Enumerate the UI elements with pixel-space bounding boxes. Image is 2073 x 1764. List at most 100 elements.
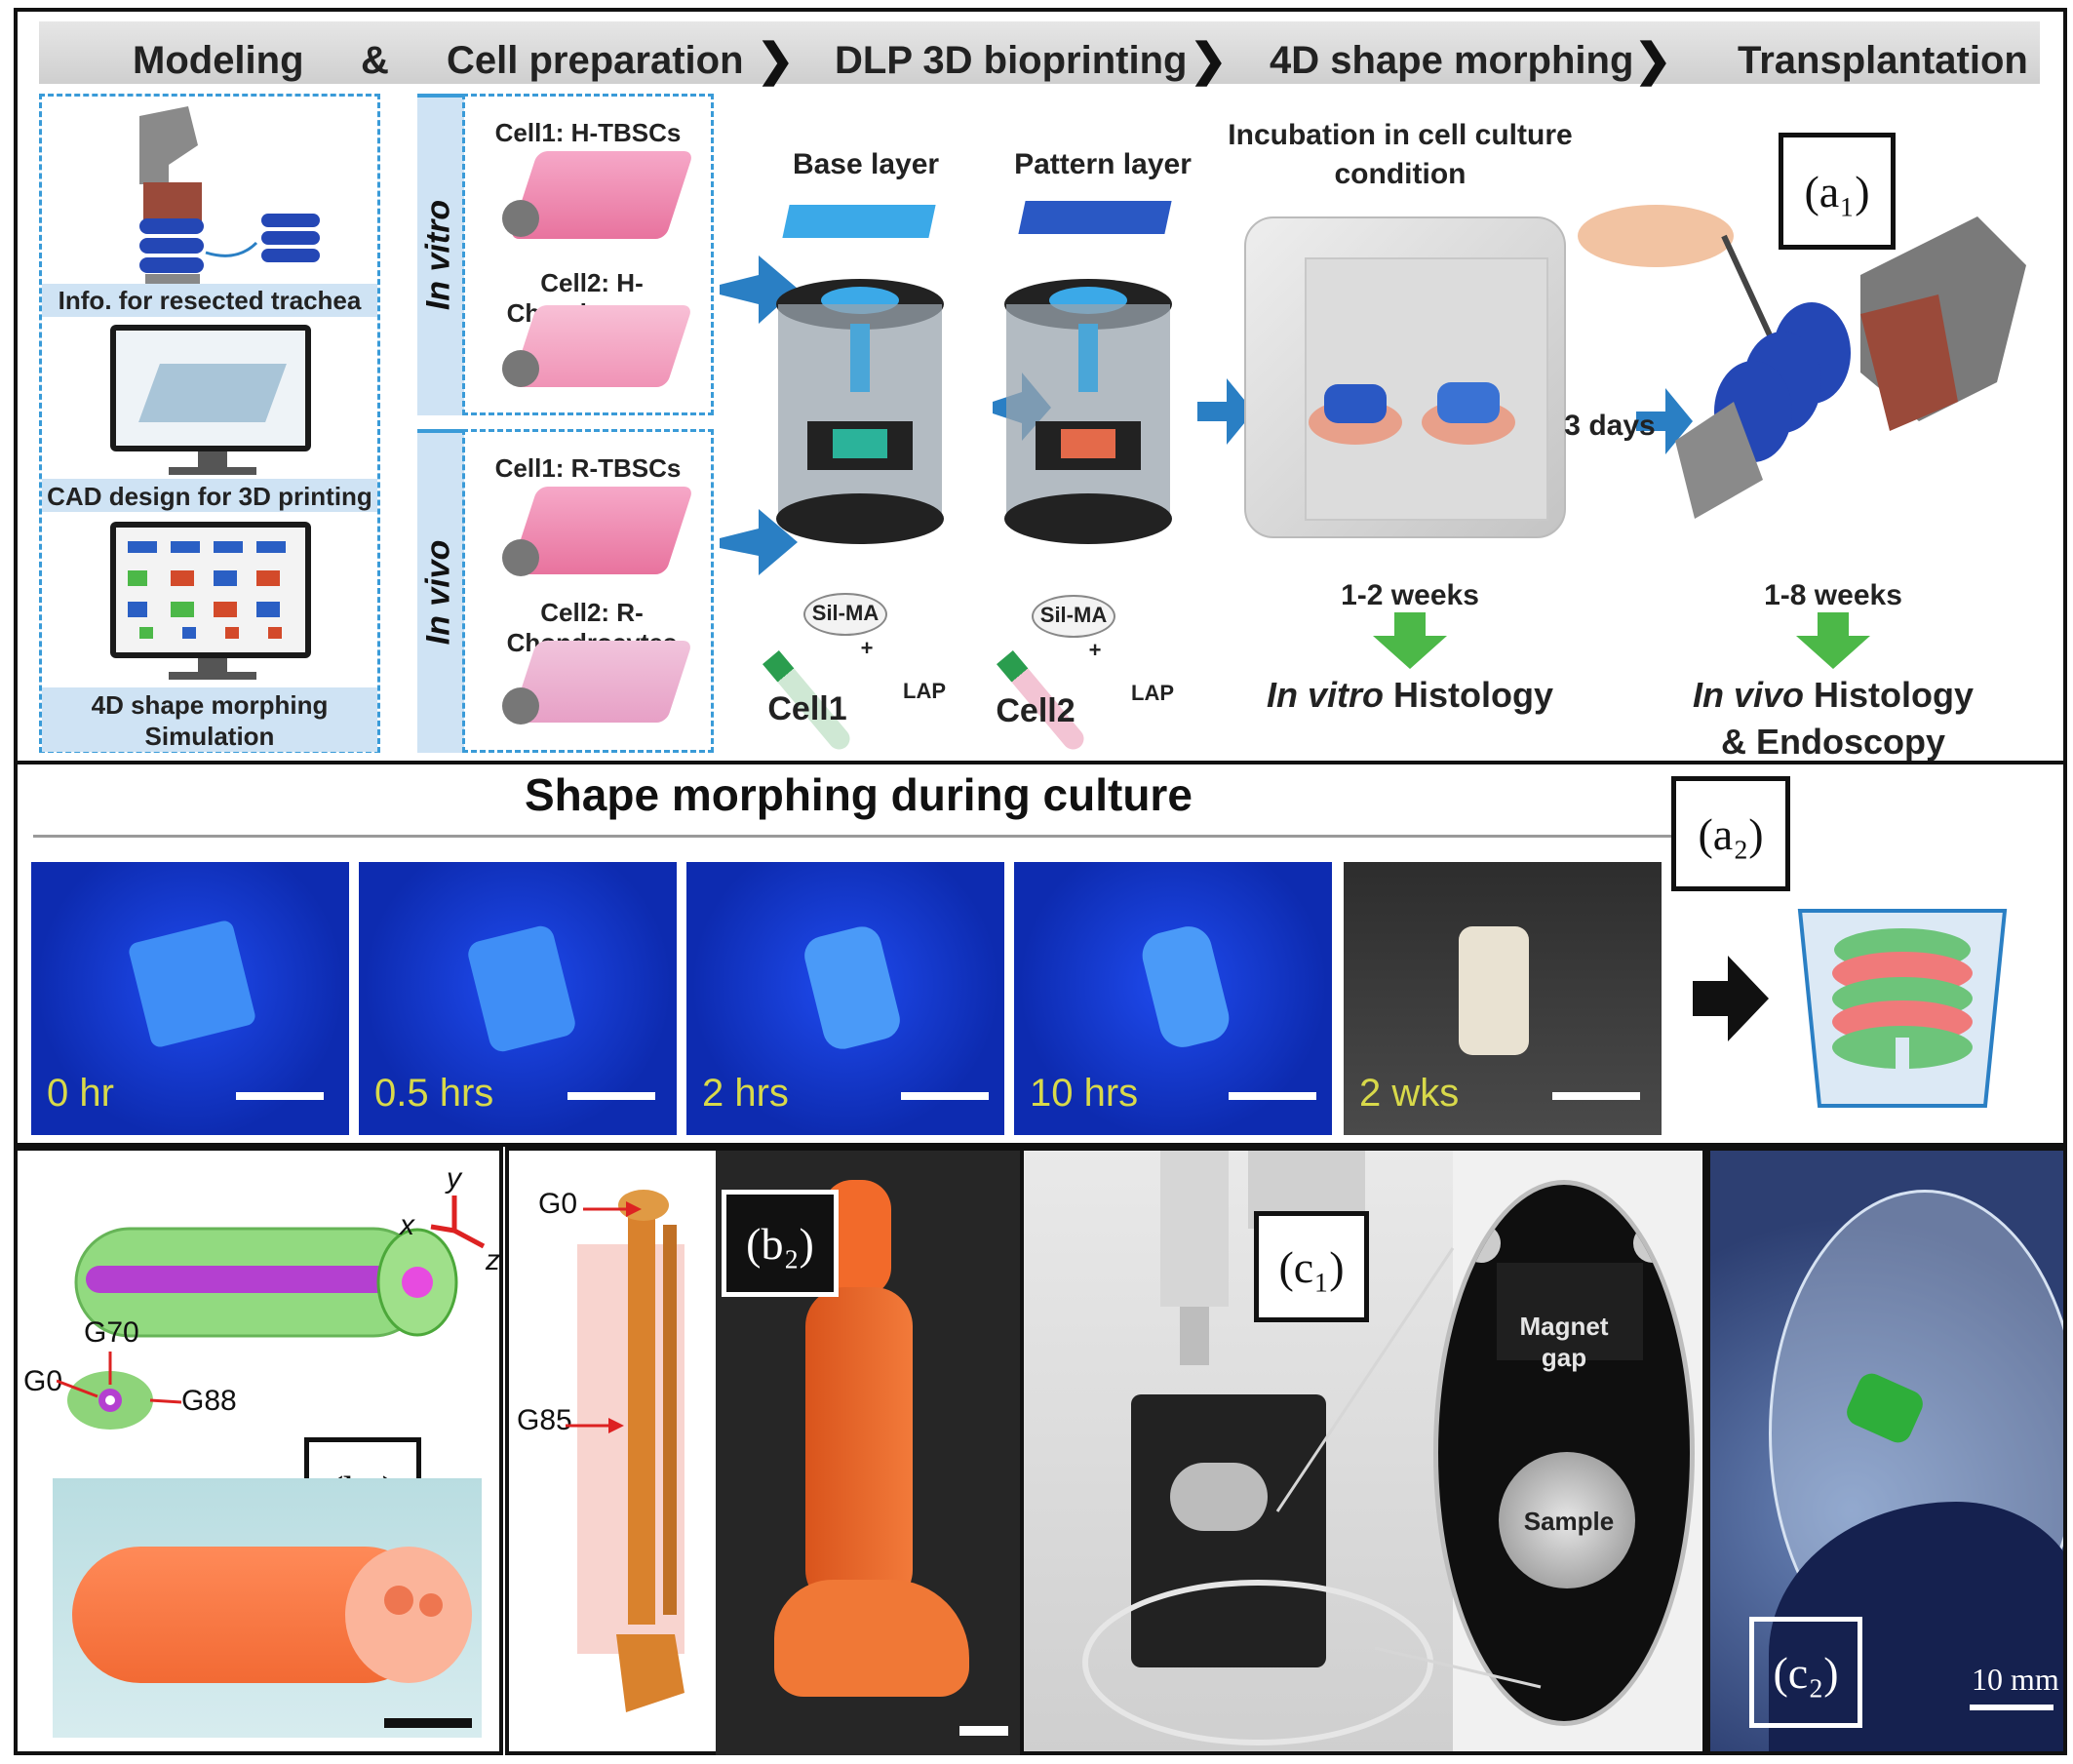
scaffold-sample — [1137, 921, 1234, 1052]
in-vivo-cells-box: Cell1: R-TBSCs Cell2: R-Chondrocytes — [462, 429, 714, 753]
printed-leg-photo — [716, 1151, 1020, 1755]
panel-b2: G0 G85 (b₂) — [505, 1147, 1020, 1755]
label-magnet: Magnet — [1519, 1312, 1609, 1341]
green-down-arrow-icon — [1796, 612, 1870, 669]
caption-cad-design: CAD design for 3D printing — [47, 482, 372, 511]
histology-vitro-rest: Histology — [1384, 675, 1554, 715]
axis-label-z: z — [486, 1244, 500, 1276]
panel-a2: Shape morphing during culture (a₂) 0 hr … — [14, 761, 2067, 1147]
header-transplantation: Transplantation — [1738, 39, 2028, 82]
panel-c2: 10 mm (c₂) — [1706, 1147, 2067, 1755]
magnetic-printer-photo — [1024, 1151, 1453, 1751]
in-vivo-sidebar — [417, 429, 464, 753]
label-scale-10mm: 10 mm — [1972, 1662, 2059, 1697]
tube-model-icon — [1797, 909, 2008, 1108]
base-layer-slab — [782, 205, 936, 238]
axis-label-y: y — [447, 1162, 461, 1195]
multichannel-tube-model — [74, 1227, 458, 1338]
histology-vivo-italic: In vivo — [1692, 675, 1804, 715]
morph-frame-10hrs: 10 hrs — [1014, 862, 1332, 1135]
label-weeks-vitro: 1-2 weeks — [1341, 579, 1479, 611]
histology-vivo-rest: Histology — [1804, 675, 1975, 715]
black-right-arrow-icon — [1693, 956, 1769, 1041]
silma-tube-label — [803, 593, 887, 636]
label-histology-vivo: In vivo Histology — [1648, 675, 2018, 716]
scale-bar — [384, 1718, 472, 1728]
label-g0: G0 — [23, 1365, 63, 1397]
in-vitro-sidebar — [417, 94, 464, 415]
chevron-icon: ❯ — [1190, 34, 1228, 85]
time-label: 2 wks — [1359, 1072, 1460, 1115]
scaffold-sample — [1459, 926, 1529, 1055]
label-cell2: Cell2 — [996, 692, 1076, 729]
cross-section-icon — [57, 1352, 182, 1430]
plus-sign: + — [1088, 638, 1102, 662]
red-pointer-arrow-icon — [566, 1418, 624, 1433]
flow-arrow-right — [1197, 378, 1254, 445]
label-silma: Sil-MA — [1039, 603, 1108, 627]
modeling-box: Info. for resected trachea CAD design fo… — [39, 94, 380, 753]
morph-frame-2hrs: 2 hrs — [686, 862, 1004, 1135]
title-rule — [33, 835, 1671, 838]
vivo-cell1-label: Cell1: R-TBSCs — [494, 453, 682, 483]
label-g85: G85 — [517, 1404, 572, 1436]
magnified-view: Magnet gap Sample — [1433, 1180, 1695, 1726]
simulation-monitor — [110, 522, 311, 658]
caption-simulation-1: 4D shape morphing — [91, 690, 329, 720]
panel-c1: (c₁) Magnet gap Sample — [1020, 1147, 1706, 1755]
time-label: 2 hrs — [702, 1072, 789, 1115]
label-histology-vitro: In vitro Histology — [1225, 675, 1595, 716]
morph-title: Shape morphing during culture — [525, 769, 1193, 820]
pattern-layer-slab — [1018, 201, 1172, 234]
scale-bar — [1229, 1092, 1316, 1100]
vitro-cell1-label: Cell1: H-TBSCs — [494, 118, 682, 147]
scale-bar — [1552, 1092, 1640, 1100]
label-g70: G70 — [84, 1316, 139, 1349]
label-g88: G88 — [181, 1385, 237, 1417]
axes-icon — [430, 1196, 486, 1249]
bioprinter-icon — [776, 279, 944, 544]
header-shape-morphing: 4D shape morphing — [1270, 39, 1634, 82]
axis-label-x: x — [400, 1209, 414, 1241]
scaffold-sample — [127, 919, 257, 1049]
time-label: 0.5 hrs — [374, 1072, 494, 1115]
scaffold-sample — [465, 922, 578, 1055]
label-g0-b2: G0 — [538, 1188, 578, 1220]
header-modeling: Modeling — [133, 39, 304, 82]
incubator-box — [1244, 216, 1566, 538]
leg-bone-model — [577, 1190, 684, 1712]
in-vitro-cells-box: Cell1: H-TBSCs Cell2: H-Chondrocytes — [462, 94, 714, 415]
petri-dish-photo: 10 mm — [1710, 1151, 2063, 1751]
scale-bar — [1970, 1705, 2053, 1710]
morph-frame-0-5hrs: 0.5 hrs — [359, 862, 677, 1135]
flow-arrow-right — [1636, 388, 1693, 454]
time-label: 0 hr — [47, 1072, 114, 1115]
header-dlp-bioprinting: DLP 3D bioprinting — [835, 39, 1188, 82]
label-pattern-layer: Pattern layer — [1014, 148, 1192, 180]
tag-a1: (a₁) — [1779, 133, 1896, 250]
red-pointer-arrow-icon — [583, 1201, 642, 1217]
label-silma: Sil-MA — [811, 601, 880, 625]
label-in-vivo: In vivo — [419, 539, 457, 646]
label-base-layer: Base layer — [792, 148, 940, 180]
scale-bar — [959, 1726, 1008, 1736]
tag-a2: (a₂) — [1671, 776, 1790, 891]
caption-band — [42, 284, 377, 317]
label-in-vitro: In vitro — [419, 199, 457, 311]
header-ampersand: & — [361, 39, 389, 82]
bioprinter-icon — [1004, 279, 1172, 544]
histology-vitro-italic: In vitro — [1266, 675, 1384, 715]
tag-c1: (c₁) — [1254, 1211, 1369, 1322]
morph-frame-0hr: 0 hr — [31, 862, 349, 1135]
zoom-lines — [1275, 1247, 1542, 1689]
label-cell1: Cell1 — [767, 690, 847, 727]
scale-bar — [567, 1092, 655, 1100]
caption-simulation-2: Simulation — [144, 722, 275, 751]
tag-c2: (c₂) — [1749, 1617, 1862, 1728]
chevron-icon: ❯ — [757, 34, 795, 85]
morph-frame-2wks: 2 wks — [1344, 862, 1662, 1135]
header-cell-preparation: Cell preparation — [447, 39, 744, 82]
cad-monitor — [110, 325, 311, 451]
panel-a1: Modeling & Cell preparation ❯ DLP 3D bio… — [14, 8, 2067, 764]
green-down-arrow-icon — [1373, 612, 1447, 669]
